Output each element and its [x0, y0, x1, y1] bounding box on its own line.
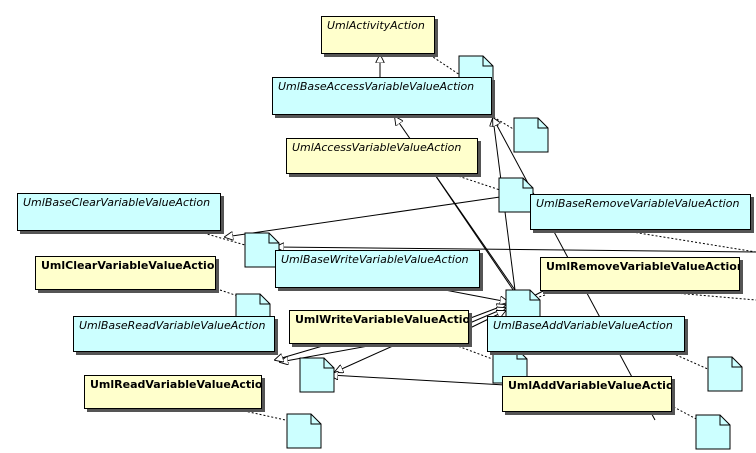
class-uml-base-clear-variable-value-action[interactable]: UmlBaseClearVariableValueAction: [17, 193, 221, 231]
generalization-line: [225, 196, 501, 237]
note-link: [664, 349, 711, 371]
note-icon: [707, 356, 743, 392]
note-icon: [695, 414, 731, 450]
note-link: [239, 409, 291, 421]
note-link: [619, 229, 756, 253]
class-uml-write-variable-value-action[interactable]: UmlWriteVariableValueAction: [289, 310, 469, 344]
note-link: [514, 294, 546, 306]
note-link: [199, 231, 246, 246]
note-link: [454, 174, 501, 191]
note-icon: [513, 117, 549, 153]
note-link: [454, 344, 496, 361]
note-icon: [498, 177, 534, 213]
generalization-line: [280, 341, 391, 362]
class-uml-base-add-variable-value-action[interactable]: UmlBaseAddVariableValueAction: [487, 316, 685, 352]
class-uml-remove-variable-value-action[interactable]: UmlRemoveVariableValueAction: [540, 257, 740, 291]
generalization-line: [330, 375, 506, 386]
note-link: [639, 289, 756, 301]
class-uml-base-access-variable-value-action[interactable]: UmlBaseAccessVariableValueAction: [272, 77, 492, 115]
class-uml-clear-variable-value-action[interactable]: UmlClearVariableValueAction: [35, 256, 216, 290]
class-uml-access-variable-value-action[interactable]: UmlAccessVariableValueAction: [286, 138, 478, 174]
class-uml-base-write-variable-value-action[interactable]: UmlBaseWriteVariableValueAction: [275, 250, 480, 288]
note-icon: [299, 357, 335, 393]
note-link: [669, 404, 701, 421]
note-icon: [286, 413, 322, 449]
class-uml-base-remove-variable-value-action[interactable]: UmlBaseRemoveVariableValueAction: [530, 194, 751, 230]
class-uml-activity-action[interactable]: UmlActivityAction: [321, 16, 435, 54]
generalization-line: [276, 247, 756, 253]
generalization-line: [434, 174, 520, 300]
note-icon: [244, 232, 280, 268]
note-link: [429, 54, 461, 76]
class-uml-add-variable-value-action[interactable]: UmlAddVariableValueAction: [502, 376, 672, 412]
class-uml-read-variable-value-action[interactable]: UmlReadVariableValueAction: [84, 375, 262, 409]
generalization-line: [335, 344, 396, 372]
generalization-line: [444, 289, 508, 302]
class-diagram-canvas: [199, 0, 756, 421]
class-uml-base-read-variable-value-action[interactable]: UmlBaseReadVariableValueAction: [73, 316, 275, 352]
